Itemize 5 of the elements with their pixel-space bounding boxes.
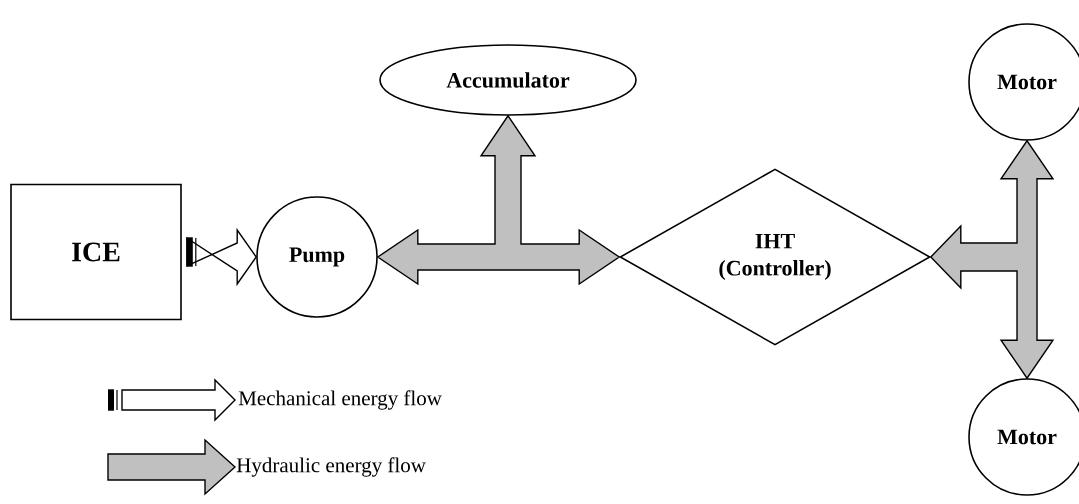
legend-text: Mechanical energy flow — [238, 390, 442, 410]
hydraulic-flow-arrow — [929, 139, 1055, 380]
legend-text: Hydraulic energy flow — [236, 457, 426, 477]
engine-box: ICE — [10, 183, 182, 321]
hydraulic-flow-arrow — [376, 114, 621, 286]
